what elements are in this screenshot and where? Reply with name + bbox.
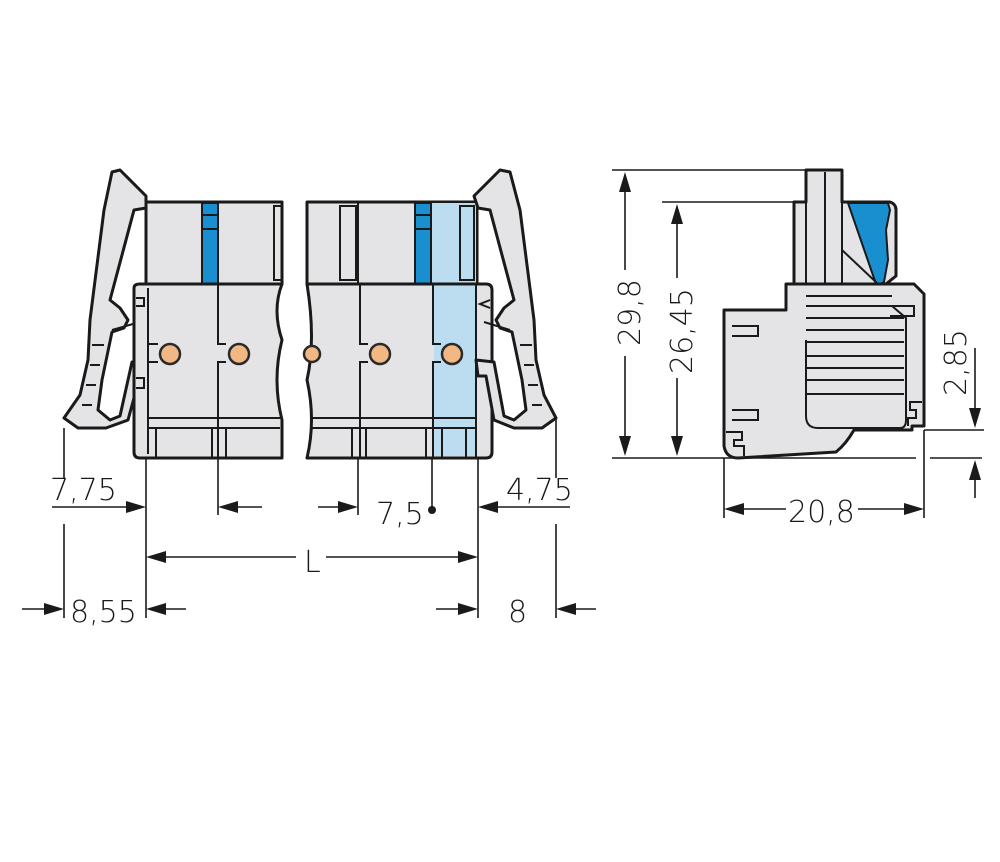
housing-bottom-left xyxy=(132,282,284,460)
dim-body-height: 26,45 xyxy=(665,288,700,374)
highlight-pole-bottom xyxy=(434,286,476,456)
dim-left-overall: 8,55 xyxy=(70,595,137,630)
contact-pin-2 xyxy=(227,342,251,366)
dim-total-height: 29,8 xyxy=(613,279,648,346)
dim-depth: 20,8 xyxy=(788,495,855,530)
highlight-pole-top xyxy=(432,203,476,283)
dim-right-lever-offset: 4,75 xyxy=(506,473,573,508)
dim-pitch: 7,5 xyxy=(376,497,424,532)
contact-pin-1 xyxy=(158,342,182,366)
front-view-dimensions: 7,75 7,5 4,75 L 8,55 8 xyxy=(22,418,596,630)
contact-pin-3 xyxy=(302,344,322,364)
side-view-main-body xyxy=(722,282,926,460)
dim-right-overall: 8 xyxy=(508,595,527,630)
side-view xyxy=(722,168,926,460)
front-view-left-section xyxy=(62,168,284,460)
dim-foot-offset: 2,85 xyxy=(939,329,974,396)
contact-pin-4 xyxy=(368,342,392,366)
left-locking-lever xyxy=(62,168,152,430)
dim-length: L xyxy=(304,545,321,580)
right-locking-lever xyxy=(472,168,558,430)
side-view-dimensions: 29,8 26,45 2,85 20,8 xyxy=(612,169,984,530)
front-view-right-section xyxy=(302,168,558,460)
contact-pin-5 xyxy=(440,342,464,366)
dim-left-lever-offset: 7,75 xyxy=(50,473,117,508)
